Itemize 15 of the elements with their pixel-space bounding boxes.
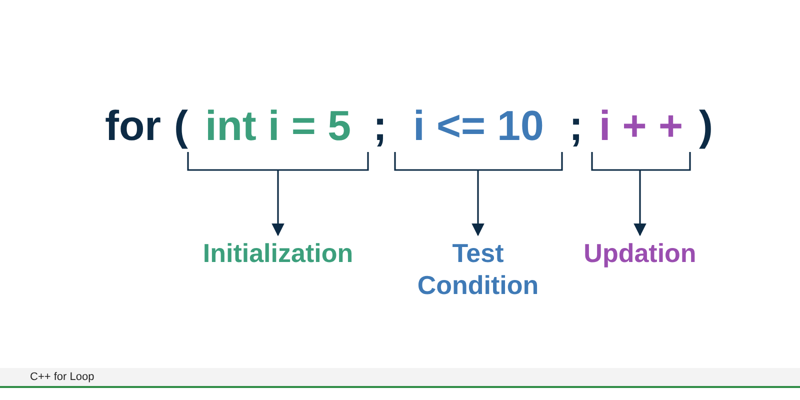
bracket-arrow (591, 151, 691, 236)
code-expression: int i = 5 (188, 100, 368, 152)
code-keyword: ) (698, 101, 714, 151)
code-keyword: ; (568, 101, 584, 151)
code-expression: i <= 10 (395, 100, 562, 152)
code-keyword: for (104, 101, 162, 151)
part-label: Initialization (178, 237, 378, 269)
part-label: Updation (565, 237, 715, 269)
code-keyword: ( (173, 101, 189, 151)
bracket-arrow (394, 151, 563, 236)
bracket-arrow (187, 151, 369, 236)
code-expression: i + + (592, 100, 690, 152)
caption: C++ for Loop (30, 371, 94, 383)
code-keyword: ; (372, 101, 388, 151)
part-label: Test Condition (413, 237, 543, 301)
